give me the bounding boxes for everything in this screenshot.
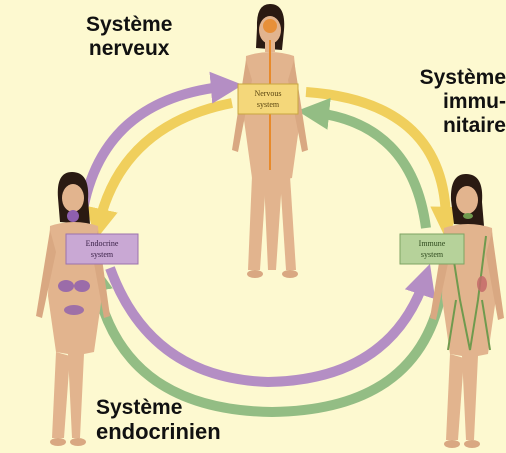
adrenal-gland xyxy=(58,280,74,292)
immune-system-box: Immune system xyxy=(400,234,464,264)
thyroid-gland xyxy=(67,210,79,222)
immune-box-line2: system xyxy=(421,250,444,259)
endocrine-box-line2: system xyxy=(91,250,114,259)
endocrine-system-box: Endocrine system xyxy=(66,234,138,264)
pancreas xyxy=(64,305,84,315)
brain-highlight xyxy=(263,19,277,33)
nervous-box-line1: Nervous xyxy=(254,89,281,98)
human-figure-nervous xyxy=(232,4,308,278)
arrow-endocrine-to-immune xyxy=(110,268,426,382)
immune-box-line1: Immune xyxy=(419,239,446,248)
nervous-system-box: Nervous system xyxy=(238,84,298,114)
endocrine-box-line1: Endocrine xyxy=(86,239,119,248)
spleen xyxy=(477,276,487,292)
nervous-box-line2: system xyxy=(257,100,280,109)
arrow-nervous-to-endocrine xyxy=(98,103,232,228)
